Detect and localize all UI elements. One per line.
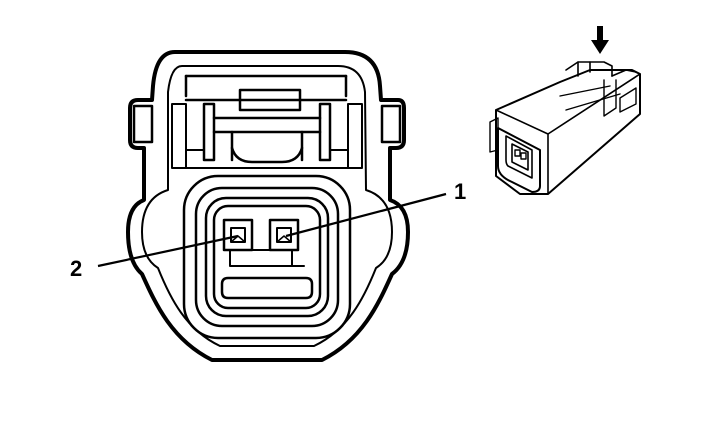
leader-line-pin1 (285, 192, 447, 238)
leader-line-pin2 (97, 234, 239, 268)
right-latch-ear (380, 104, 402, 144)
locking-tab (171, 74, 363, 169)
connector-inner-shell (141, 65, 393, 347)
connector-outer-shell (126, 50, 410, 362)
connector-isometric-view (489, 26, 641, 195)
square-terminal-icon (514, 149, 527, 160)
down-arrow-icon (591, 26, 609, 54)
seal-rings (182, 174, 352, 340)
connector-face-view (126, 50, 410, 362)
terminal-cavity-2 (222, 218, 254, 252)
left-latch-ear (132, 104, 154, 144)
polarizing-key-slot (220, 276, 314, 300)
callout-pin2: 2 (70, 256, 82, 281)
callout-pin1: 1 (454, 179, 466, 204)
